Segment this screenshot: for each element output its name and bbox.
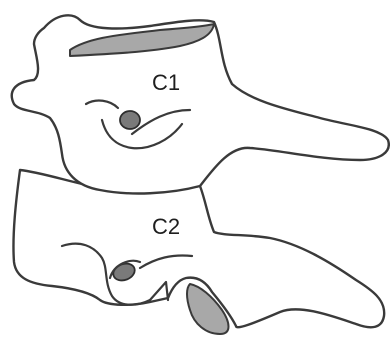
label-c1: C1 (152, 70, 180, 95)
c1-body-outline (12, 15, 389, 193)
c2-vertebra (13, 170, 384, 334)
label-c2: C2 (152, 214, 180, 239)
c1-foramen-shade (120, 111, 140, 129)
c1-vertebra (12, 15, 389, 193)
